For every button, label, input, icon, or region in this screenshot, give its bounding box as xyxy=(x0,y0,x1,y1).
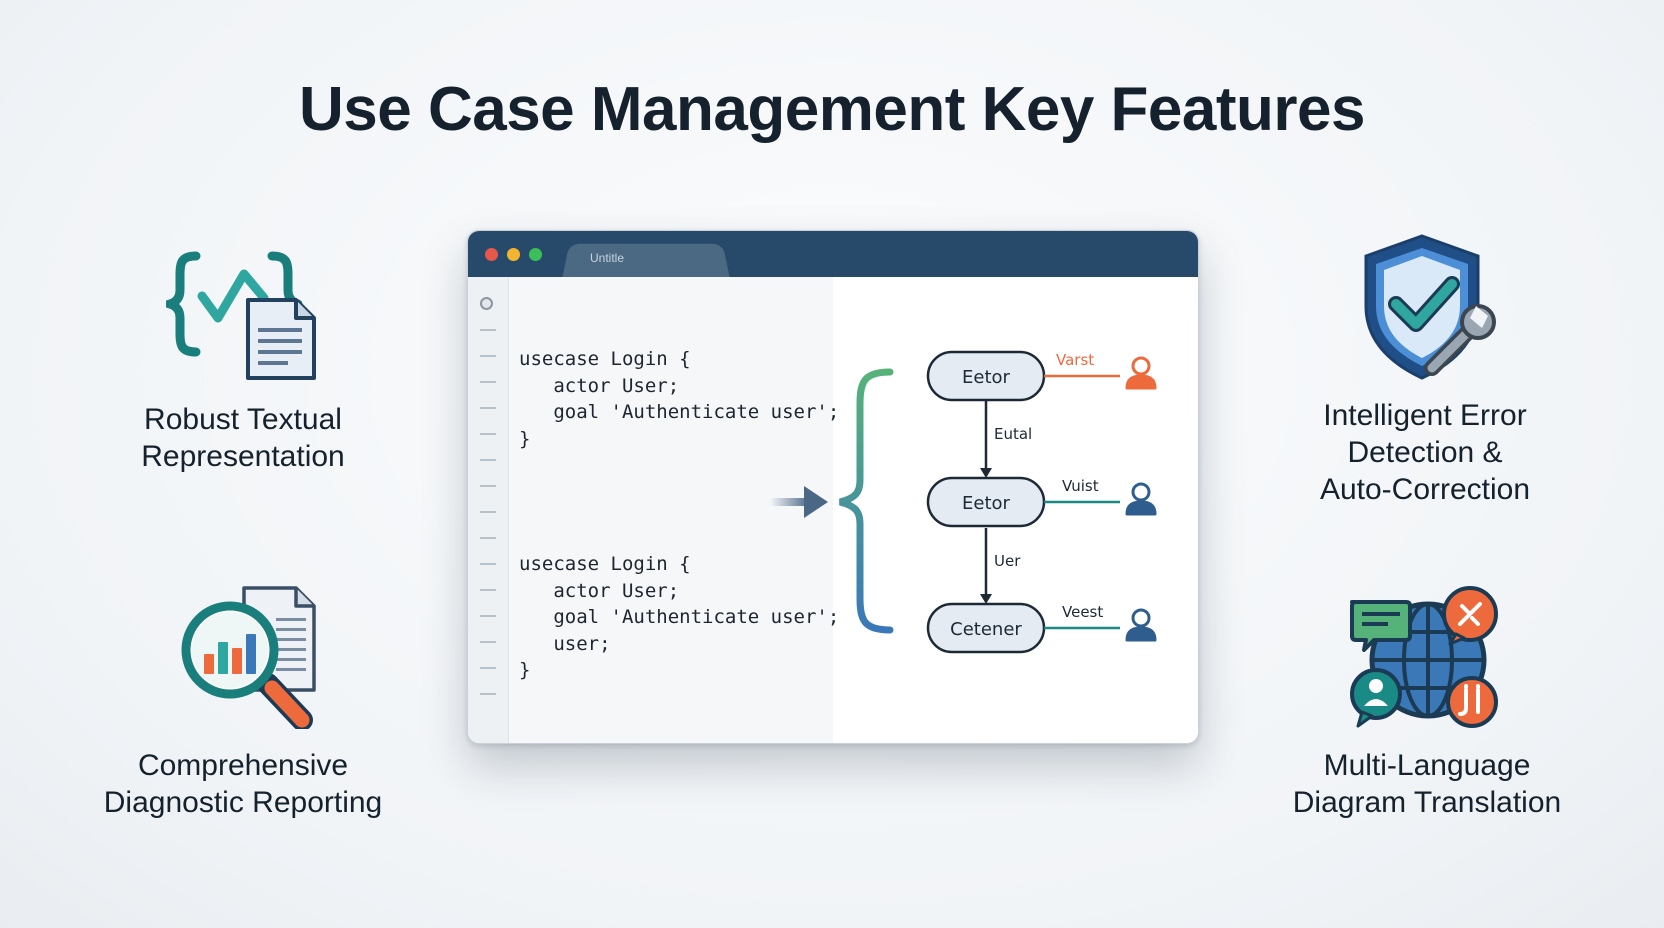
node-label: Eetor xyxy=(962,367,1011,388)
user-icon xyxy=(1125,482,1157,516)
user-icon xyxy=(1125,356,1157,390)
maximize-button[interactable] xyxy=(529,248,542,261)
transform-arrow-head xyxy=(804,486,828,518)
node-label: Eetor xyxy=(962,493,1011,514)
feature-label: Multi-Language Diagram Translation xyxy=(1292,749,1562,819)
feature-diagram-translation: Multi-Language Diagram Translation xyxy=(1262,747,1592,821)
code-block-1[interactable]: usecase Login { actor User; goal 'Authen… xyxy=(519,348,840,450)
breakpoint-icon[interactable] xyxy=(480,297,493,310)
editor-tab-label: Untitle xyxy=(590,251,625,265)
edge-label: Uer xyxy=(994,552,1021,570)
page-title: Use Case Management Key Features xyxy=(298,75,1366,144)
close-button[interactable] xyxy=(485,248,498,261)
line-gutter xyxy=(468,277,509,743)
use-case-diagram: Eetor Eetor Cetener Eutal Uer Varst Vuis… xyxy=(770,350,1157,654)
edge-label: Eutal xyxy=(994,425,1032,443)
editor-tab[interactable] xyxy=(562,243,730,278)
user-icon xyxy=(1125,608,1157,642)
code-document-icon xyxy=(166,251,316,380)
feature-label: Comprehensive Diagnostic Reporting xyxy=(103,749,383,819)
diagram-brace xyxy=(839,368,894,634)
feature-error-detection: Intelligent Error Detection & Auto-Corre… xyxy=(1290,397,1560,508)
globe-translation-icon xyxy=(1350,586,1498,728)
shield-check-wrench-icon xyxy=(1364,234,1496,380)
code-editor-pane[interactable] xyxy=(509,277,833,743)
magnifier-report-icon xyxy=(181,586,316,729)
arrow-head-1 xyxy=(980,468,992,478)
window-titlebar: Untitle xyxy=(468,231,1198,278)
arrow-head-2 xyxy=(980,594,992,604)
transform-arrow-shaft xyxy=(770,498,810,506)
feature-textual-representation: Robust Textual Representation xyxy=(103,401,383,475)
actor-label: Veest xyxy=(1062,603,1103,621)
code-block-2[interactable]: usecase Login { actor User; goal 'Authen… xyxy=(519,553,840,681)
node-label: Cetener xyxy=(950,619,1022,640)
minimize-button[interactable] xyxy=(507,248,520,261)
feature-diagnostic-reporting: Comprehensive Diagnostic Reporting xyxy=(83,747,403,821)
feature-label: Intelligent Error Detection & Auto-Corre… xyxy=(1319,399,1531,506)
feature-label: Robust Textual Representation xyxy=(141,403,345,473)
actor-label: Vuist xyxy=(1062,477,1099,495)
actor-label: Varst xyxy=(1056,351,1094,369)
